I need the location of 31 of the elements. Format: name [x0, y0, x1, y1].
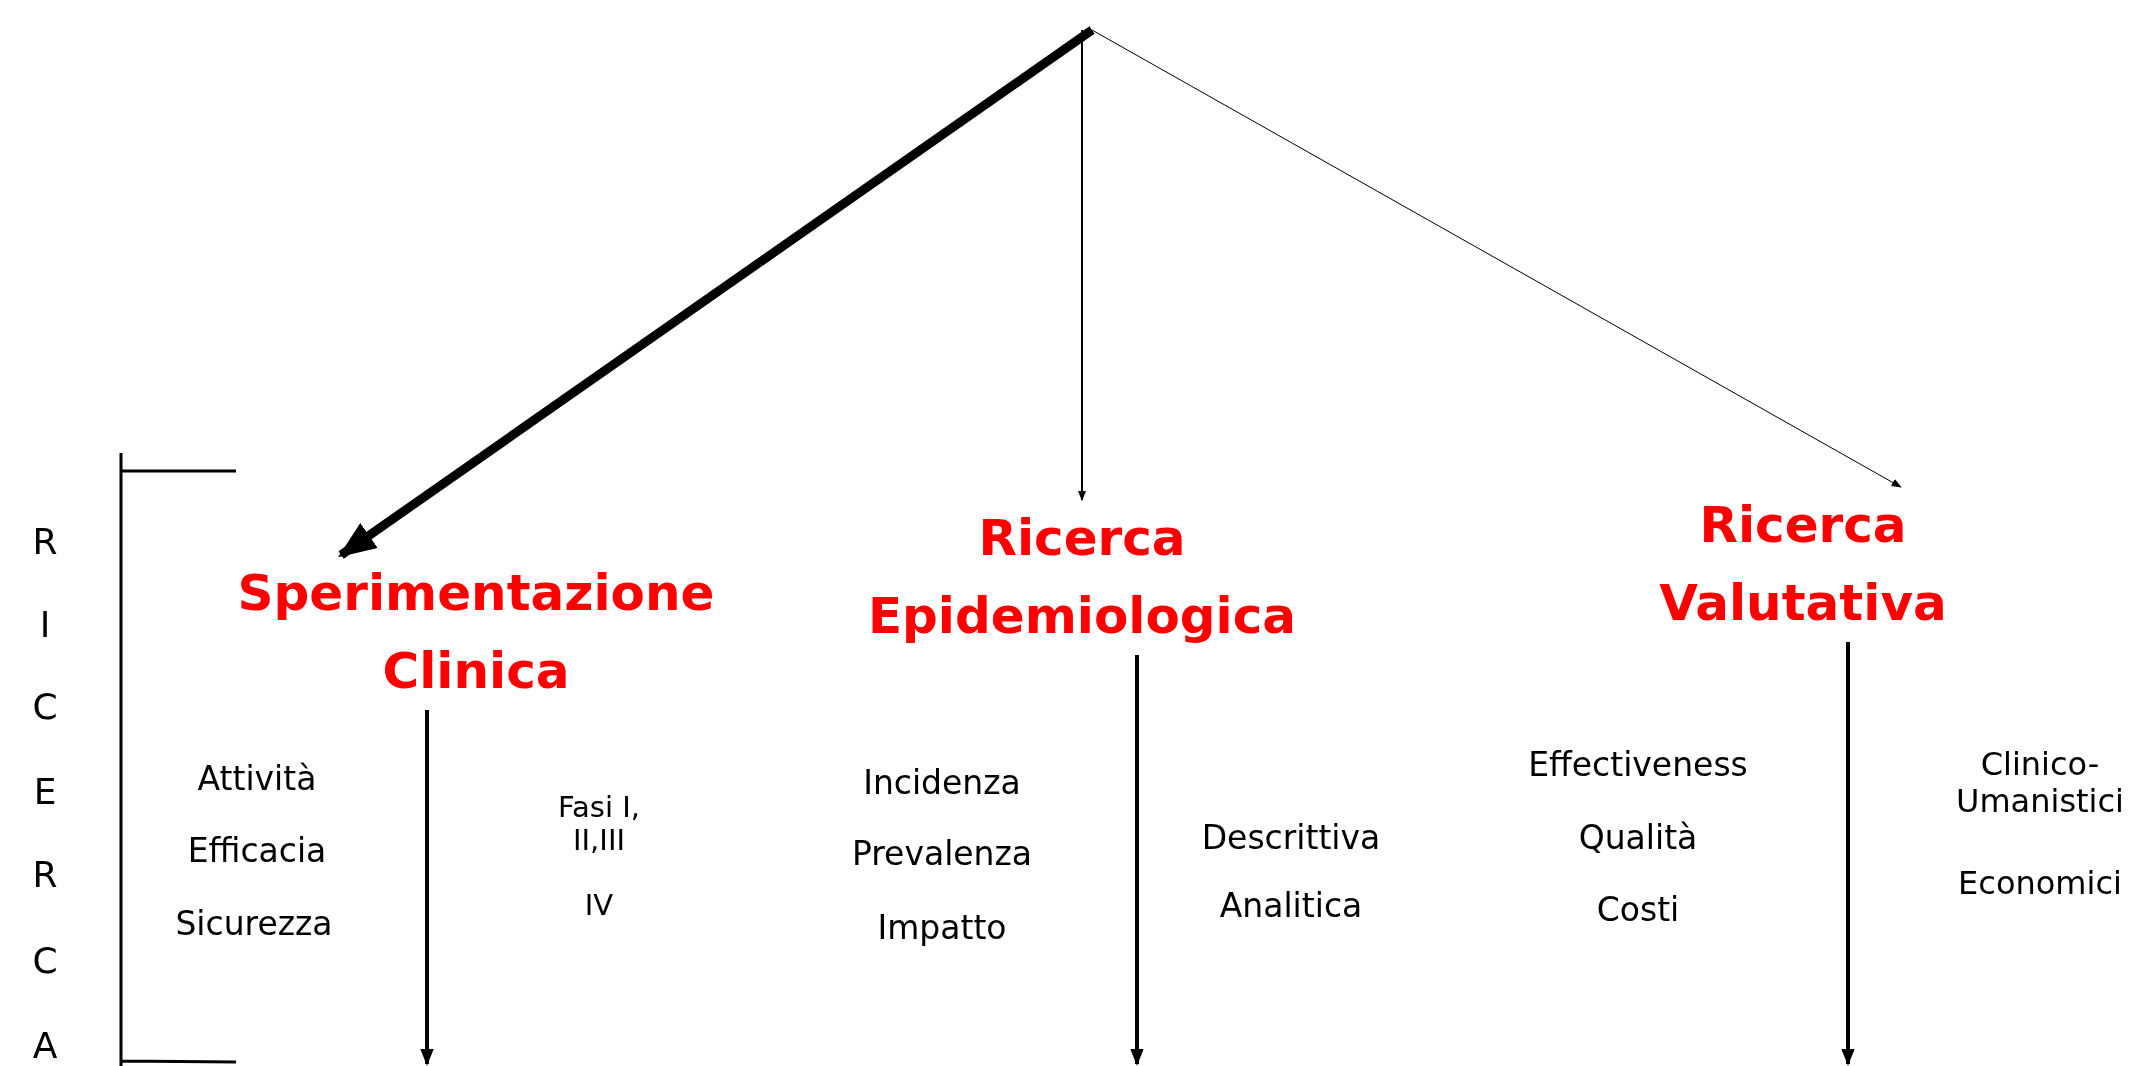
arrow [420, 710, 434, 1066]
vertical-letter: R [31, 521, 59, 563]
arrow [1078, 29, 1086, 501]
vertical-letter: I [38, 604, 52, 646]
list-item: Attività [196, 760, 318, 798]
list-item: Analitica [1218, 887, 1364, 925]
list-item: Prevalenza [850, 835, 1034, 873]
list-item: Economici [1957, 864, 2123, 902]
list-item: IV [583, 889, 615, 923]
list-item: Clinico- Umanistici [1955, 746, 2125, 820]
list-item: Costi [1595, 891, 1681, 929]
category-heading: Sperimentazione Clinica [236, 563, 716, 702]
list-item: Incidenza [862, 764, 1022, 802]
arrow [1130, 655, 1144, 1066]
vertical-letter: E [32, 771, 58, 813]
list-item: Efficacia [186, 832, 328, 870]
list-item: Qualità [1577, 819, 1699, 857]
vertical-letter: R [31, 854, 59, 896]
list-item: Descrittiva [1200, 819, 1382, 857]
category-heading: Ricerca Epidemiologica [866, 508, 1298, 647]
vertical-letter: C [31, 940, 59, 982]
list-item: Effectiveness [1527, 746, 1749, 784]
arrow [1841, 642, 1855, 1066]
list-item: Impatto [876, 909, 1008, 947]
arrow [1091, 29, 1902, 488]
list-item: Sicurezza [174, 905, 334, 943]
arrow [338, 26, 1095, 559]
vertical-letter: C [31, 686, 59, 728]
list-item: Fasi I, II,III [557, 790, 641, 858]
vertical-letter: A [31, 1025, 59, 1066]
category-heading: Ricerca Valutativa [1658, 495, 1948, 634]
